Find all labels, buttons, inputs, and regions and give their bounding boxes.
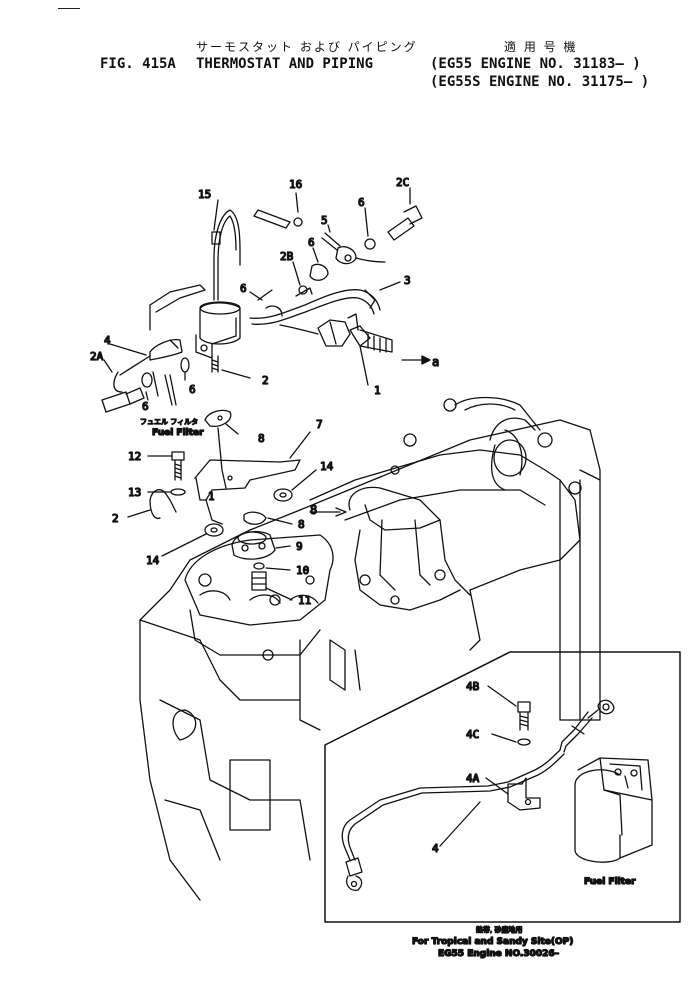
callout-14-right: 14: [320, 460, 334, 473]
callout-11: 11: [298, 594, 311, 607]
callout-4-inset: 4: [432, 842, 439, 855]
callout-15: 15: [198, 188, 211, 201]
fuel-filter-jp-label: フュエル フィルタ: [140, 417, 198, 426]
inset-caption-jp: 熱帯, 砂塵地用: [476, 925, 522, 934]
callout-13: 13: [128, 486, 141, 499]
callout-6-lower: 6: [189, 383, 196, 396]
callout-5: 5: [321, 214, 328, 227]
inset-caption-2: EG55 Engine NO.30026–: [438, 949, 560, 959]
callout-4: 4: [104, 334, 111, 347]
tropical-option-inset: [324, 651, 681, 923]
callout-6-left: 6: [142, 400, 149, 413]
callout-6-clamp: 6: [240, 282, 247, 295]
inset-caption-1: For Tropical and Sandy Site(OP): [412, 937, 573, 947]
callout-8-top: 8: [258, 432, 265, 445]
japanese-title: サーモスタット および パイピング: [196, 40, 418, 54]
callout-16: 16: [289, 178, 302, 191]
callout-6-top: 6: [358, 196, 365, 209]
callout-2b: 2B: [280, 250, 294, 263]
callout-4a: 4A: [466, 772, 480, 785]
callout-2a: 2A: [90, 350, 104, 363]
thermostat-valve-assembly: [101, 187, 431, 413]
callout-a: a: [432, 355, 439, 369]
callout-10: 10: [296, 564, 309, 577]
callout-7: 7: [316, 418, 323, 431]
thermostat-cover-assembly: [127, 409, 347, 601]
callout-2-bolt: 2: [262, 374, 269, 387]
callout-8-mid: 8: [298, 518, 305, 531]
figure-number: FIG. 415A: [100, 56, 176, 72]
callout-1: 1: [374, 384, 381, 397]
callout-1-lower: 1: [208, 490, 215, 503]
callout-9: 9: [296, 540, 303, 553]
fuel-filter-label: Fuel Filter: [152, 428, 204, 438]
callout-4c: 4C: [466, 728, 479, 741]
callout-14-left: 14: [146, 554, 160, 567]
callout-a-lower: 8: [310, 503, 317, 517]
callout-6-upper: 6: [308, 236, 315, 249]
callout-2-clip: 2: [112, 512, 119, 525]
figure-title: THERMOSTAT AND PIPING: [196, 56, 374, 72]
callout-2c: 2C: [396, 176, 409, 189]
top-mark: [58, 8, 80, 9]
callout-4b: 4B: [466, 680, 480, 693]
engine-range-2: (EG55S ENGINE NO. 31175– ): [430, 74, 650, 90]
inset-fuel-filter-label: Fuel Filter: [584, 877, 636, 887]
callout-3: 3: [404, 274, 411, 287]
callout-12: 12: [128, 450, 141, 463]
engine-block: [139, 396, 601, 901]
japanese-applicable-label: 適 用 号 機: [504, 40, 578, 54]
engine-range-1: (EG55 ENGINE NO. 31183– ): [430, 56, 641, 72]
